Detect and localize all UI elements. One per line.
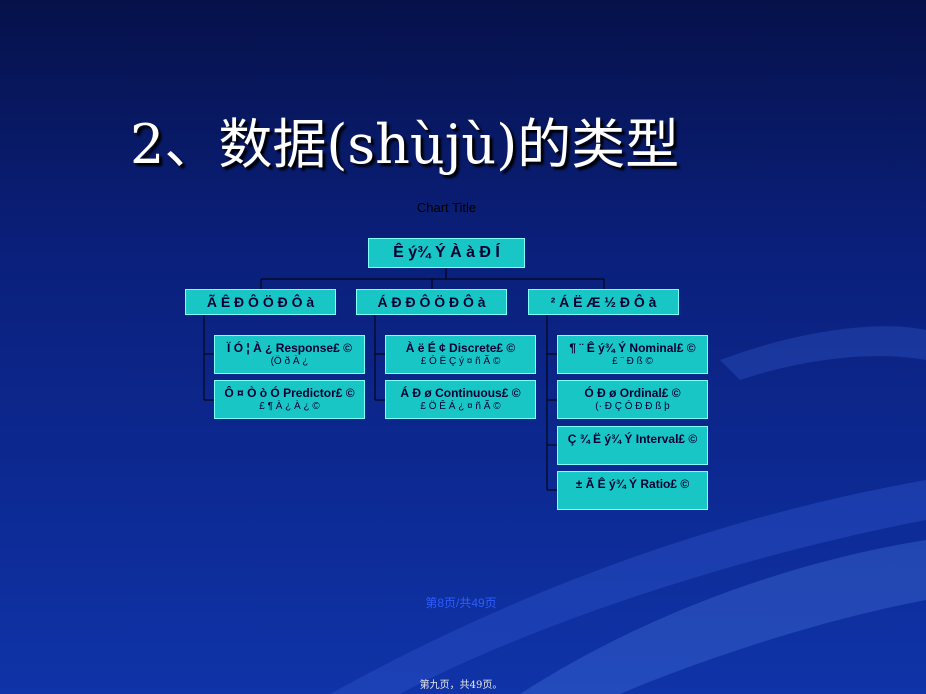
leaf-label: Ï Ó ¦ À ¿ Response£ © [227,341,352,355]
leaf-label: Ó Ð ø Ordinal£ © [584,386,681,400]
leaf-sublabel: (Ö ð À ¿ [270,356,309,367]
page-footer: 第九页，共49页。 [419,680,503,691]
slide-title: 2、数据(shùjù)的类型 [130,113,680,176]
leaf-node-response: Ï Ó ¦ À ¿ Response£ © (Ö ð À ¿ [214,335,365,374]
group-node-1: Ã Ê Ð Ô Ö Ð Ô à [185,289,336,315]
group-node-3: ² Á Ë Æ ½ Ð Ô à [528,289,679,315]
leaf-sublabel: £ Ó Ë Ç ý ¤ ñ Ã © [420,356,501,367]
group-node-2: Á Ð Ð Ô Ö Ð Ô à [356,289,507,315]
leaf-node-ratio: ± Ã Ê ý¾ Ý Ratio£ © [557,471,708,510]
leaf-sublabel: (· Ð Ç Ó Ð Ð ß þ [595,401,670,412]
leaf-node-discrete: À ë É ¢ Discrete£ © £ Ó Ë Ç ý ¤ ñ Ã © [385,335,536,374]
leaf-sublabel: £ ¶ À ¿ À ¿ © [259,401,320,412]
leaf-label: À ë É ¢ Discrete£ © [405,341,516,355]
leaf-node-predictor: Ô ¤ Ò ò Ó Predictor£ © £ ¶ À ¿ À ¿ © [214,380,365,419]
leaf-label: ¶ ¨ Ê ý¾ Ý Nominal£ © [569,341,696,355]
leaf-label: ± Ã Ê ý¾ Ý Ratio£ © [575,477,690,491]
root-node: Ê ý¾ Ý À à Ð Í [368,238,525,268]
leaf-node-nominal: ¶ ¨ Ê ý¾ Ý Nominal£ © £ ¨ Ð ß © [557,335,708,374]
chart-title: Chart Title [416,200,477,215]
leaf-label: Ç ¾ Ë ý¾ Ý Interval£ © [567,432,698,446]
leaf-node-continuous: Á Ð ø Continuous£ © £ Ö Ê Á ¿ ¤ ñ Ã © [385,380,536,419]
leaf-node-interval: Ç ¾ Ë ý¾ Ý Interval£ © [557,426,708,465]
leaf-label: Ô ¤ Ò ò Ó Predictor£ © [224,386,355,400]
page-indicator: 第8页/共49页 [425,596,497,610]
leaf-node-ordinal: Ó Ð ø Ordinal£ © (· Ð Ç Ó Ð Ð ß þ [557,380,708,419]
leaf-sublabel: £ ¨ Ð ß © [612,356,653,367]
leaf-label: Á Ð ø Continuous£ © [400,386,521,400]
leaf-sublabel: £ Ö Ê Á ¿ ¤ ñ Ã © [420,401,501,412]
